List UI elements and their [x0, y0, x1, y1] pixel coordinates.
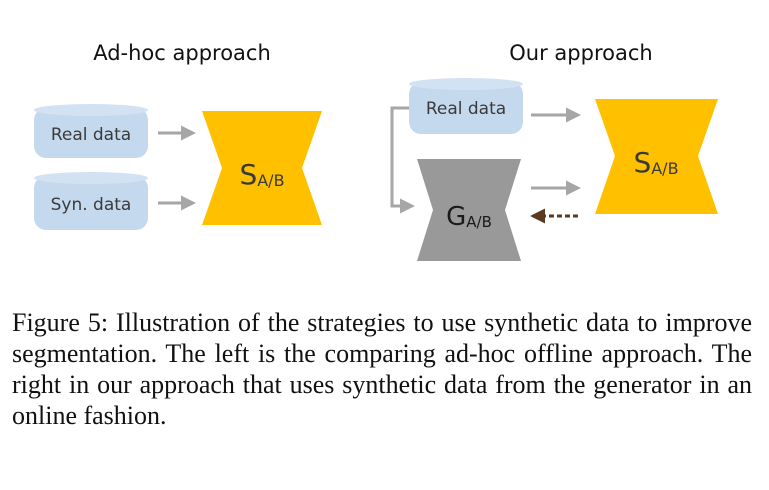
- right-real-data-box: Real data: [409, 78, 523, 134]
- right-panel-title: Our approach: [509, 41, 652, 65]
- left-real-data-label: Real data: [51, 125, 131, 145]
- left-panel: Ad-hoc approach Real data Syn. data SA/: [34, 41, 322, 230]
- right-generator-main: G: [446, 202, 466, 232]
- left-segmenter-main: S: [239, 158, 257, 191]
- figure-caption: Figure 5: Illustration of the strategies…: [12, 308, 752, 430]
- right-segmenter-sub: A/B: [651, 159, 678, 178]
- left-syn-data-box: Syn. data: [34, 172, 148, 230]
- right-segmenter: SA/B: [595, 99, 718, 214]
- right-real-data-label: Real data: [426, 99, 506, 119]
- right-real-to-generator-arrow: [390, 106, 415, 214]
- right-panel: Our approach Real data GA/B: [390, 41, 718, 261]
- left-syn-data-label: Syn. data: [51, 195, 132, 215]
- right-generator-label: GA/B: [446, 202, 492, 232]
- right-generator-sub: A/B: [466, 213, 492, 231]
- right-segmenter-label: SA/B: [633, 146, 678, 179]
- left-panel-title: Ad-hoc approach: [93, 41, 271, 65]
- left-segmenter-sub: A/B: [257, 171, 284, 190]
- right-generator: GA/B: [417, 159, 521, 261]
- right-segmenter-main: S: [633, 146, 651, 179]
- left-segmenter-label: SA/B: [239, 158, 284, 191]
- left-real-data-box: Real data: [34, 104, 148, 158]
- left-segmenter: SA/B: [202, 111, 322, 225]
- strategy-diagram: Ad-hoc approach Real data Syn. data SA/: [34, 41, 718, 261]
